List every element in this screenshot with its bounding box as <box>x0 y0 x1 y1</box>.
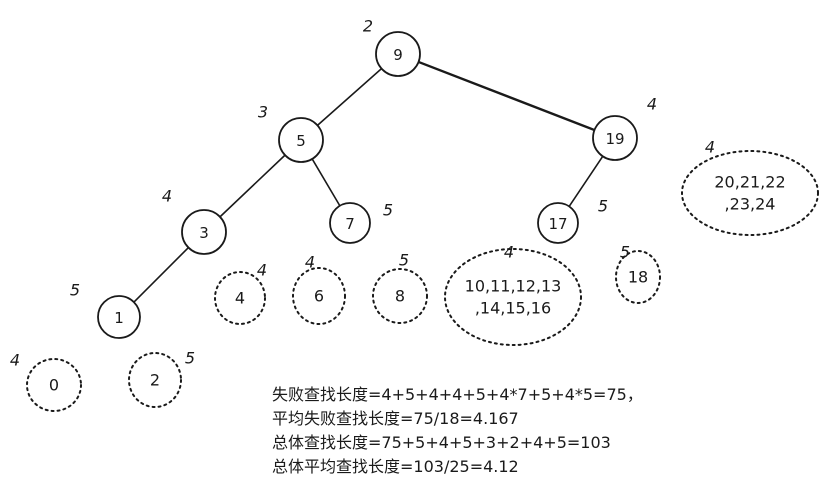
failure-label-f0: 0 <box>49 376 59 395</box>
failure-label-f2: 2 <box>150 371 160 390</box>
failure-label-f20-0: 20,21,22 <box>714 173 785 192</box>
node-label-17: 17 <box>548 215 567 233</box>
edge-n3-n1 <box>133 246 190 303</box>
node-label-19: 19 <box>605 130 624 148</box>
node-label-7: 7 <box>345 215 355 233</box>
depth-label-f0: 4 <box>10 351 20 370</box>
node-label-5: 5 <box>296 132 306 150</box>
avg-failure-length-line: 平均失败查找长度=75/18=4.167 <box>272 409 519 428</box>
depth-label-n9: 2 <box>363 17 373 36</box>
node-label-1: 1 <box>114 309 124 327</box>
depth-label-n1: 5 <box>70 281 80 300</box>
tree-node-1 <box>97 295 141 339</box>
total-length-line: 总体查找长度=75+5+4+5+3+2+4+5=103 <box>272 433 611 452</box>
failure-node-f8 <box>372 268 428 324</box>
failure-label-f10-1: ,14,15,16 <box>475 299 551 318</box>
edge-n5-n3 <box>219 154 286 218</box>
avg-total-length-line: 总体平均查找长度=103/25=4.12 <box>272 457 519 476</box>
tree-edges <box>133 60 604 303</box>
depth-label-f18: 5 <box>620 243 630 262</box>
failure-node-f10 <box>444 248 582 346</box>
edge-n19-n17 <box>568 155 604 208</box>
failure-node-f6 <box>292 267 346 325</box>
failure-node-f18 <box>615 250 661 304</box>
depth-label-n5: 3 <box>258 103 268 122</box>
search-length-summary: 失败查找长度=4+5+4+4+5+4*7+5+4*5=75， 平均失败查找长度=… <box>272 383 742 479</box>
node-label-9: 9 <box>393 46 403 64</box>
failure-node-f4 <box>214 271 266 325</box>
failure-label-f4: 4 <box>235 289 245 308</box>
failure-length-line: 失败查找长度=4+5+4+4+5+4*7+5+4*5=75， <box>272 385 643 404</box>
depth-label-n3: 4 <box>162 187 172 206</box>
depth-label-f8: 5 <box>399 251 409 270</box>
failure-node-f2 <box>128 352 182 408</box>
edge-n5-n7 <box>311 158 341 207</box>
tree-node-5 <box>278 117 324 163</box>
depth-label-n17: 5 <box>598 197 608 216</box>
tree-node-19 <box>592 115 638 161</box>
depth-label-n7: 5 <box>383 201 393 220</box>
depth-label-n19: 4 <box>647 95 657 114</box>
edge-n9-n19 <box>417 60 596 132</box>
tree-nodes: 9 5 19 3 7 17 1 0 2 4 6 8 10,11,12,13 ,14,15,16 18 20,2… <box>26 31 819 412</box>
failure-label-f18: 18 <box>628 268 648 287</box>
tree-node-3 <box>181 209 227 255</box>
tree-node-17 <box>537 202 579 244</box>
depth-label-f6: 4 <box>305 253 315 272</box>
failure-node-f0 <box>26 358 82 412</box>
depth-label-f2: 5 <box>185 349 195 368</box>
depth-label-f20: 4 <box>705 138 715 157</box>
depth-label-f10: 4 <box>504 243 514 262</box>
depth-label-f4: 4 <box>257 261 267 280</box>
tree-node-7 <box>329 202 371 244</box>
failure-label-f10-0: 10,11,12,13 <box>465 277 562 296</box>
failure-node-f20 <box>681 150 819 236</box>
failure-label-f6: 6 <box>314 287 324 306</box>
failure-label-f20-1: ,23,24 <box>725 195 776 214</box>
tree-node-9 <box>375 31 421 77</box>
node-label-3: 3 <box>199 224 209 242</box>
failure-label-f8: 8 <box>395 287 405 306</box>
edge-n9-n5 <box>316 67 383 127</box>
